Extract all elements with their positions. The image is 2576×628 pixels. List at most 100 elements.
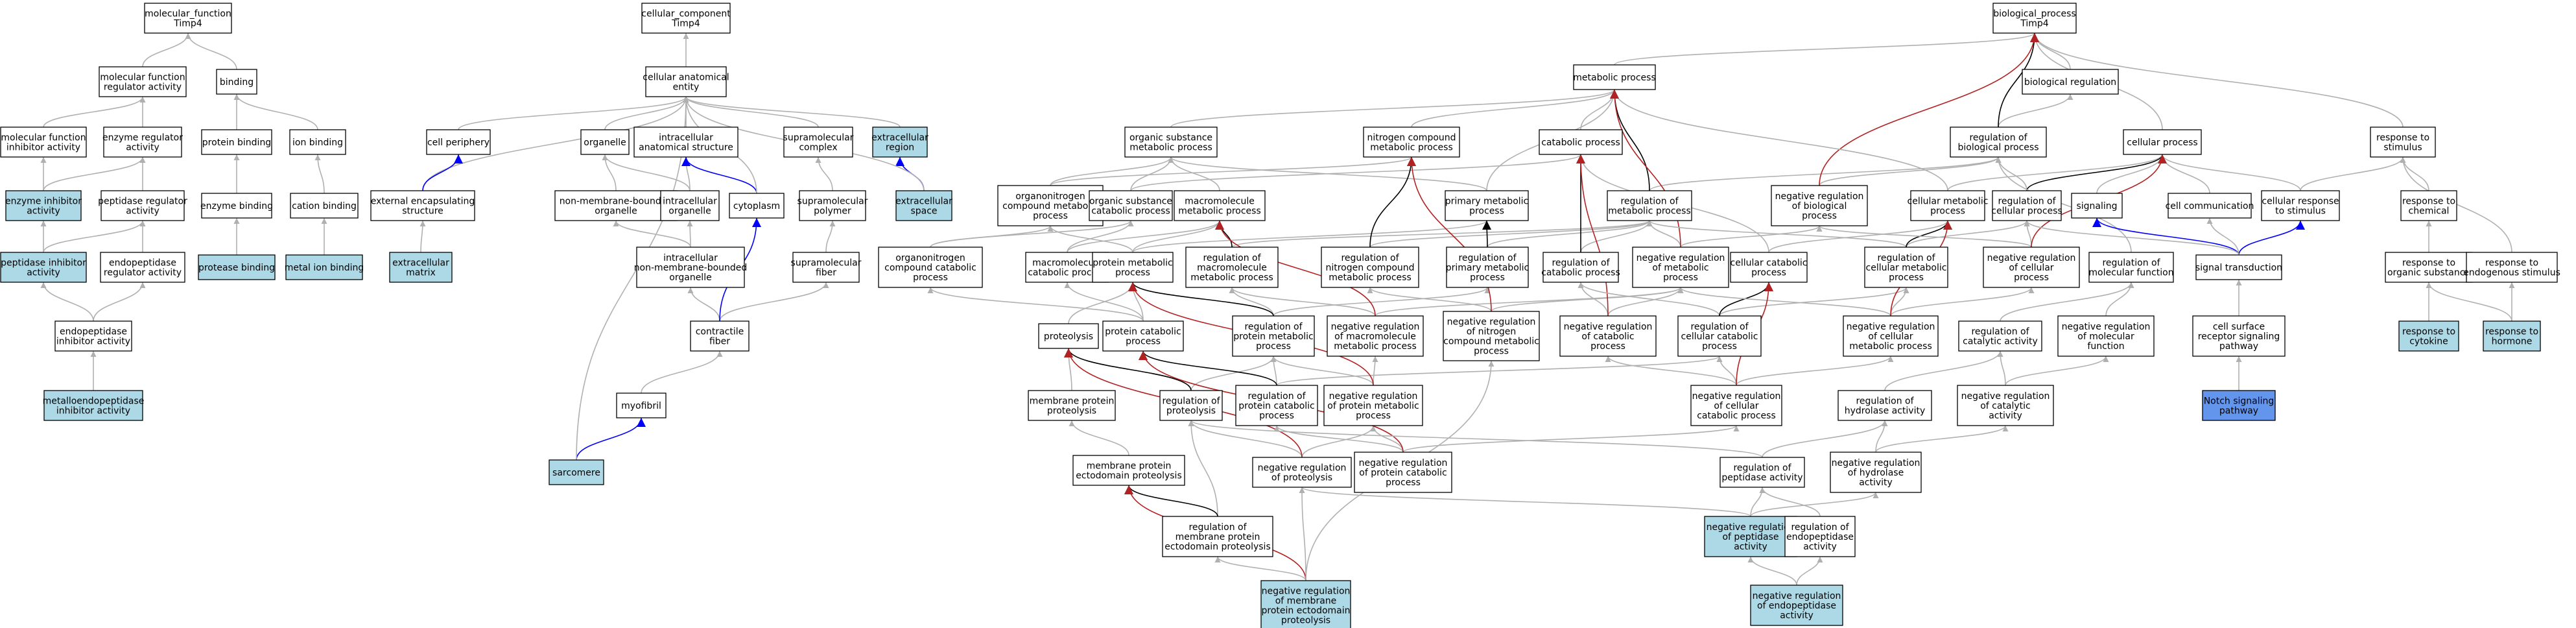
go-term-node-signaling[interactable]: signaling <box>2071 193 2123 219</box>
go-term-node-sarcomere[interactable]: sarcomere <box>549 459 604 485</box>
go-term-node-bio-reg[interactable]: biological regulation <box>2022 69 2119 95</box>
go-term-node-cytoplasm[interactable]: cytoplasm <box>729 193 785 219</box>
go-term-node-binding[interactable]: binding <box>216 69 257 95</box>
go-term-node-organelle[interactable]: organelle <box>580 129 630 155</box>
go-term-node-cell-periph[interactable]: cell periphery <box>426 129 491 155</box>
go-term-node-enz-bind[interactable]: enzyme binding <box>200 193 273 219</box>
go-term-node-sig-trans[interactable]: signal transduction <box>2195 254 2282 280</box>
go-term-node-cell-comm[interactable]: cell communication <box>2166 193 2254 219</box>
go-term-node-cat-bind[interactable]: cation binding <box>290 193 359 219</box>
go-term-node-ion-bind[interactable]: ion binding <box>289 129 346 155</box>
go-term-node-prot-bind2[interactable]: protease binding <box>198 254 276 280</box>
go-term-node-metal-bind[interactable]: metal ion binding <box>285 254 364 280</box>
go-term-node-inmbo[interactable]: intracellularnon-membrane-boundedorganel… <box>634 247 748 288</box>
go-term-node-myofibril[interactable]: myofibril <box>616 392 667 418</box>
go-term-node-prot-bind[interactable]: protein binding <box>201 129 272 155</box>
go-term-node-metab[interactable]: metabolic process <box>1573 64 1656 90</box>
go-term-node-cell-proc[interactable]: cellular process <box>2123 129 2202 155</box>
go-term-node-catab[interactable]: catabolic process <box>1539 129 1623 155</box>
